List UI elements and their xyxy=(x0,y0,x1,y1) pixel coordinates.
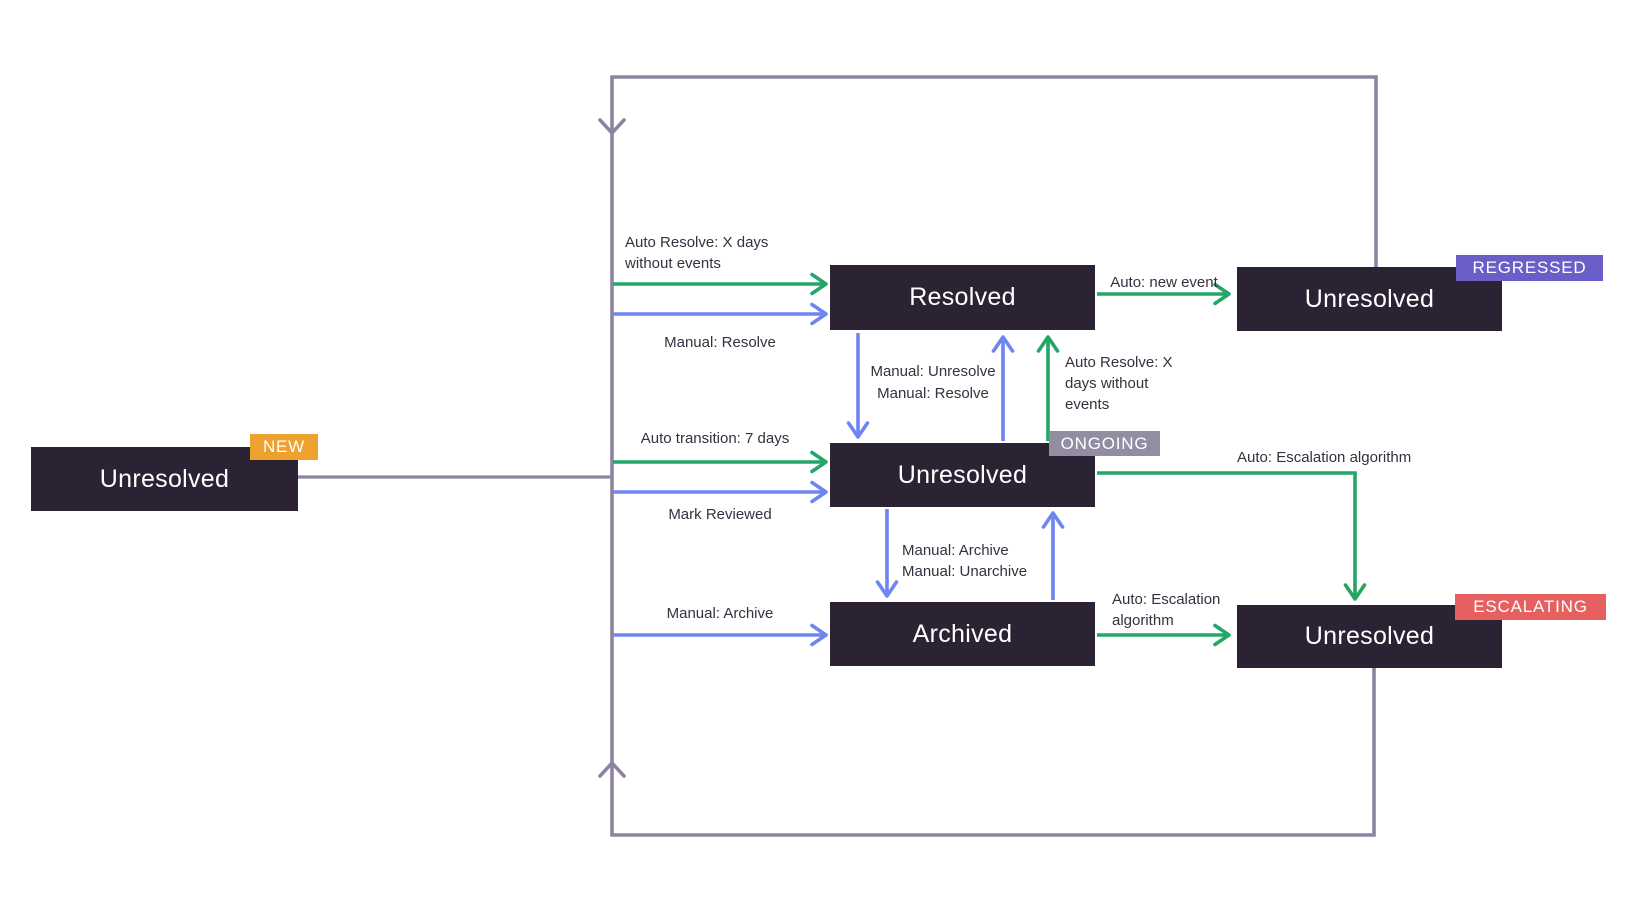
transition-label-manual-archive-in: Manual: Archive xyxy=(666,605,774,622)
state-label: Unresolved xyxy=(897,460,1028,489)
transition-label-auto-escalation-archived: Auto: Escalation algorithm xyxy=(1112,591,1221,629)
status-badge-escalating: ESCALATING xyxy=(1455,594,1606,620)
transition-label-auto-escalation-ongoing: Auto: Escalation algorithm xyxy=(1237,449,1412,466)
status-badge-ongoing: ONGOING xyxy=(1049,431,1160,456)
transition-label-manual-resolve-in: Manual: Resolve xyxy=(664,334,776,351)
badge-label: ESCALATING xyxy=(1473,597,1588,616)
arrow-auto-escalation-ongoing xyxy=(1097,471,1367,601)
transition-label-manual-unarchive-up: Manual: Unarchive xyxy=(902,563,1028,580)
transition-label-manual-archive-down: Manual: Archive xyxy=(902,542,1009,559)
state-label: Unresolved xyxy=(1304,622,1435,650)
transition-label-manual-resolve-up: Manual: Resolve xyxy=(877,385,989,402)
badge-label: NEW xyxy=(262,437,306,456)
loop-down-chevron xyxy=(598,118,626,135)
transition-label-auto-resolve-in: Auto Resolve: X days without events xyxy=(625,234,769,272)
transition-label-auto-resolve-up: Auto Resolve: X days without events xyxy=(1065,354,1173,413)
transition-label-auto-transition: Auto transition: 7 days xyxy=(640,430,790,447)
state-node-new-unresolved: Unresolved xyxy=(31,447,298,511)
state-label: Archived xyxy=(912,619,1013,648)
status-badge-new: NEW xyxy=(250,434,318,460)
transition-label-manual-unresolve: Manual: Unresolve xyxy=(870,363,996,380)
transition-label-mark-reviewed: Mark Reviewed xyxy=(668,506,772,523)
state-node-archived: Archived xyxy=(830,602,1095,666)
status-badge-regressed: REGRESSED xyxy=(1456,255,1603,281)
loop-up-chevron xyxy=(598,761,626,778)
badge-label: ONGOING xyxy=(1060,433,1149,453)
loop-line xyxy=(610,75,1378,837)
transition-label-auto-new-event: Auto: new event xyxy=(1110,274,1218,291)
state-label: Unresolved xyxy=(1304,284,1435,313)
state-node-resolved: Resolved xyxy=(830,265,1095,330)
badge-label: REGRESSED xyxy=(1472,258,1587,277)
state-label: Unresolved xyxy=(99,464,230,493)
state-label: Resolved xyxy=(909,283,1016,311)
